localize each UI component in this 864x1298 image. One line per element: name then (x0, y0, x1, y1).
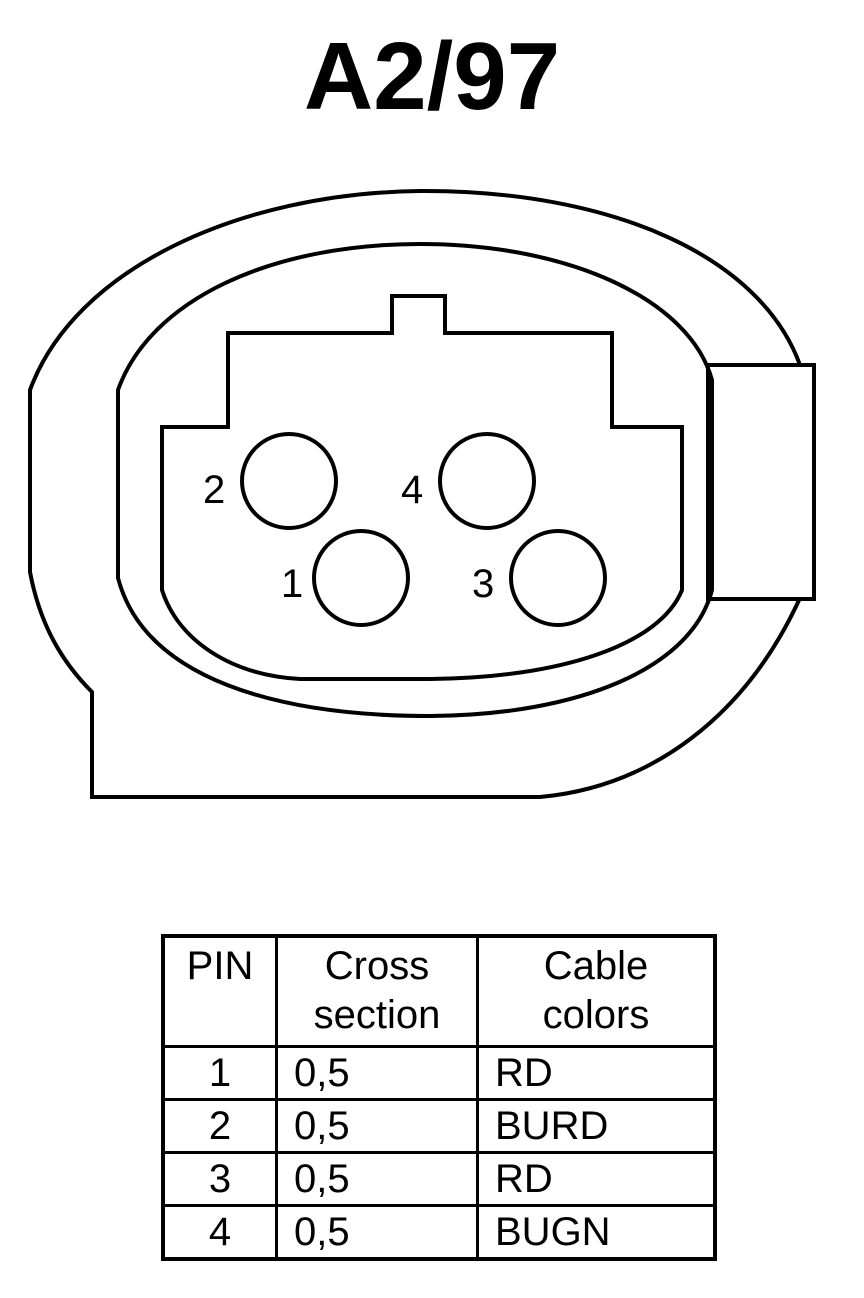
pin-1-label: 1 (281, 562, 303, 606)
header-cross-section: Cross section (275, 934, 479, 1048)
pin-assignment-table: PIN Cross section Cable colors 1 0,5 RD … (161, 934, 717, 1261)
connector-inner-ring (116, 241, 714, 719)
connector-pin-cavity (160, 294, 684, 681)
pin-4-hole (438, 432, 536, 530)
connector-outer-housing (28, 188, 802, 799)
table-row: 2 0,5 BURD (161, 1097, 717, 1154)
cell-cable-color: RD (476, 1044, 717, 1101)
cell-cable-color: BURD (476, 1097, 717, 1154)
cell-cable-color: BUGN (476, 1203, 717, 1260)
table-header-row: PIN Cross section Cable colors (161, 934, 717, 1048)
pin-2-label: 2 (203, 468, 225, 512)
cell-cable-color: RD (476, 1150, 717, 1207)
table-row: 4 0,5 BUGN (161, 1203, 717, 1260)
connector-side-latch (706, 363, 816, 601)
cell-pin: 1 (161, 1044, 278, 1101)
table-row: 3 0,5 RD (161, 1150, 717, 1207)
pin-2-hole (240, 432, 338, 530)
cell-cross-section: 0,5 (275, 1203, 479, 1260)
pin-4-label: 4 (401, 468, 423, 512)
cell-pin: 4 (161, 1203, 278, 1260)
header-cable-colors: Cable colors (476, 934, 717, 1048)
cell-cross-section: 0,5 (275, 1097, 479, 1154)
pin-1-hole (312, 529, 410, 627)
cell-cross-section: 0,5 (275, 1044, 479, 1101)
cell-pin: 3 (161, 1150, 278, 1207)
connector-drawing: 2 4 1 3 (28, 188, 816, 799)
cell-cross-section: 0,5 (275, 1150, 479, 1207)
diagram-title: A2/97 (303, 23, 561, 130)
header-pin: PIN (161, 934, 278, 1048)
pin-3-hole (509, 529, 607, 627)
table-row: 1 0,5 RD (161, 1044, 717, 1101)
cell-pin: 2 (161, 1097, 278, 1154)
pin-3-label: 3 (472, 562, 494, 606)
